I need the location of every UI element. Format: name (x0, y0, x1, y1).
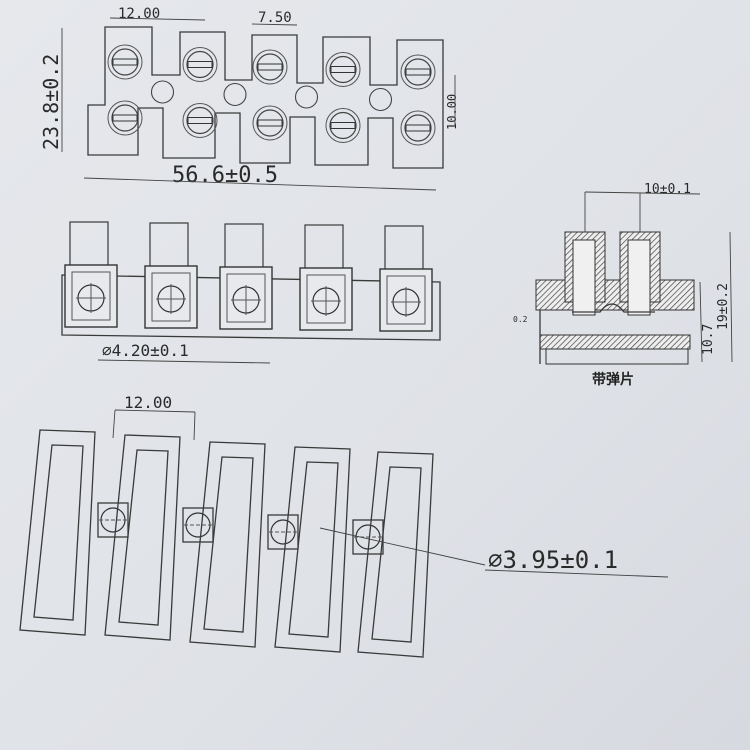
top-pitch-label: 12.00 (118, 6, 160, 22)
screw-slot (330, 122, 356, 129)
top-view (87, 26, 444, 169)
screw-head (182, 47, 218, 82)
contact-strip-outline (19, 429, 96, 636)
contact-strip-inner (203, 456, 254, 633)
top-slot-width-label: 7.50 (258, 10, 292, 26)
mounting-hole (150, 80, 175, 104)
screw-head (252, 105, 288, 141)
terminal-body (144, 265, 198, 329)
contact-strip-outline (104, 434, 181, 641)
screw-slot (330, 66, 356, 73)
mounting-hole (223, 82, 247, 107)
screw-slot (112, 58, 138, 66)
terminal-post (224, 223, 264, 270)
spring-thickness-label: 0.2 (513, 315, 528, 324)
bottom-pitch-label: 12.00 (124, 393, 172, 412)
wire-entry (151, 272, 191, 322)
bridge (97, 502, 129, 538)
front-view (61, 221, 441, 341)
mounting-hole (368, 87, 393, 112)
contact-strip-outline (357, 451, 434, 658)
terminal-post (384, 225, 424, 272)
screw-slot (187, 117, 213, 124)
section-total-height-label: 19±0.2 (716, 283, 731, 330)
wire-entry (386, 275, 426, 325)
terminal-post (69, 221, 109, 268)
screw-slot (405, 68, 431, 76)
screw-head (252, 49, 288, 85)
contact-strip-inner (33, 444, 84, 621)
contact-strip-inner (371, 466, 422, 643)
section-view (535, 231, 695, 365)
bridge (182, 507, 214, 543)
bottom-view (19, 429, 434, 658)
contact-strip-outline (189, 441, 266, 648)
front-hole-diameter-label: ⌀4.20±0.1 (102, 341, 189, 360)
terminal-post (304, 224, 344, 271)
contact-strip-inner (288, 461, 339, 638)
bridge (267, 514, 299, 550)
wire-entry (226, 273, 266, 323)
screw-head (400, 110, 436, 146)
section-pitch-label: 10±0.1 (644, 182, 691, 197)
screw-slot (257, 63, 283, 71)
screw-head (107, 44, 143, 80)
wire-entry (71, 271, 111, 321)
screw-spacing-label: 10.00 (445, 94, 459, 130)
screw-head (182, 103, 218, 138)
wire-entry (306, 274, 346, 324)
section-caption: 带弹片 (592, 371, 634, 388)
screw-head (107, 100, 143, 136)
screw-slot (257, 119, 283, 127)
screw-head (325, 52, 361, 87)
top-height-label: 23.8±0.2 (39, 54, 63, 150)
screw-slot (187, 61, 213, 68)
bottom-hole-diameter-label: ⌀3.95±0.1 (488, 546, 618, 574)
contact-strip-outline (274, 446, 351, 653)
screw-head (325, 108, 361, 143)
section-base-height-label: 10.7 (701, 324, 716, 355)
contact-strip-inner (118, 449, 169, 626)
screw-slot (112, 114, 138, 122)
terminal-post (149, 222, 189, 269)
screw-head (400, 54, 436, 90)
screw-slot (405, 124, 431, 132)
mounting-hole (294, 85, 319, 109)
